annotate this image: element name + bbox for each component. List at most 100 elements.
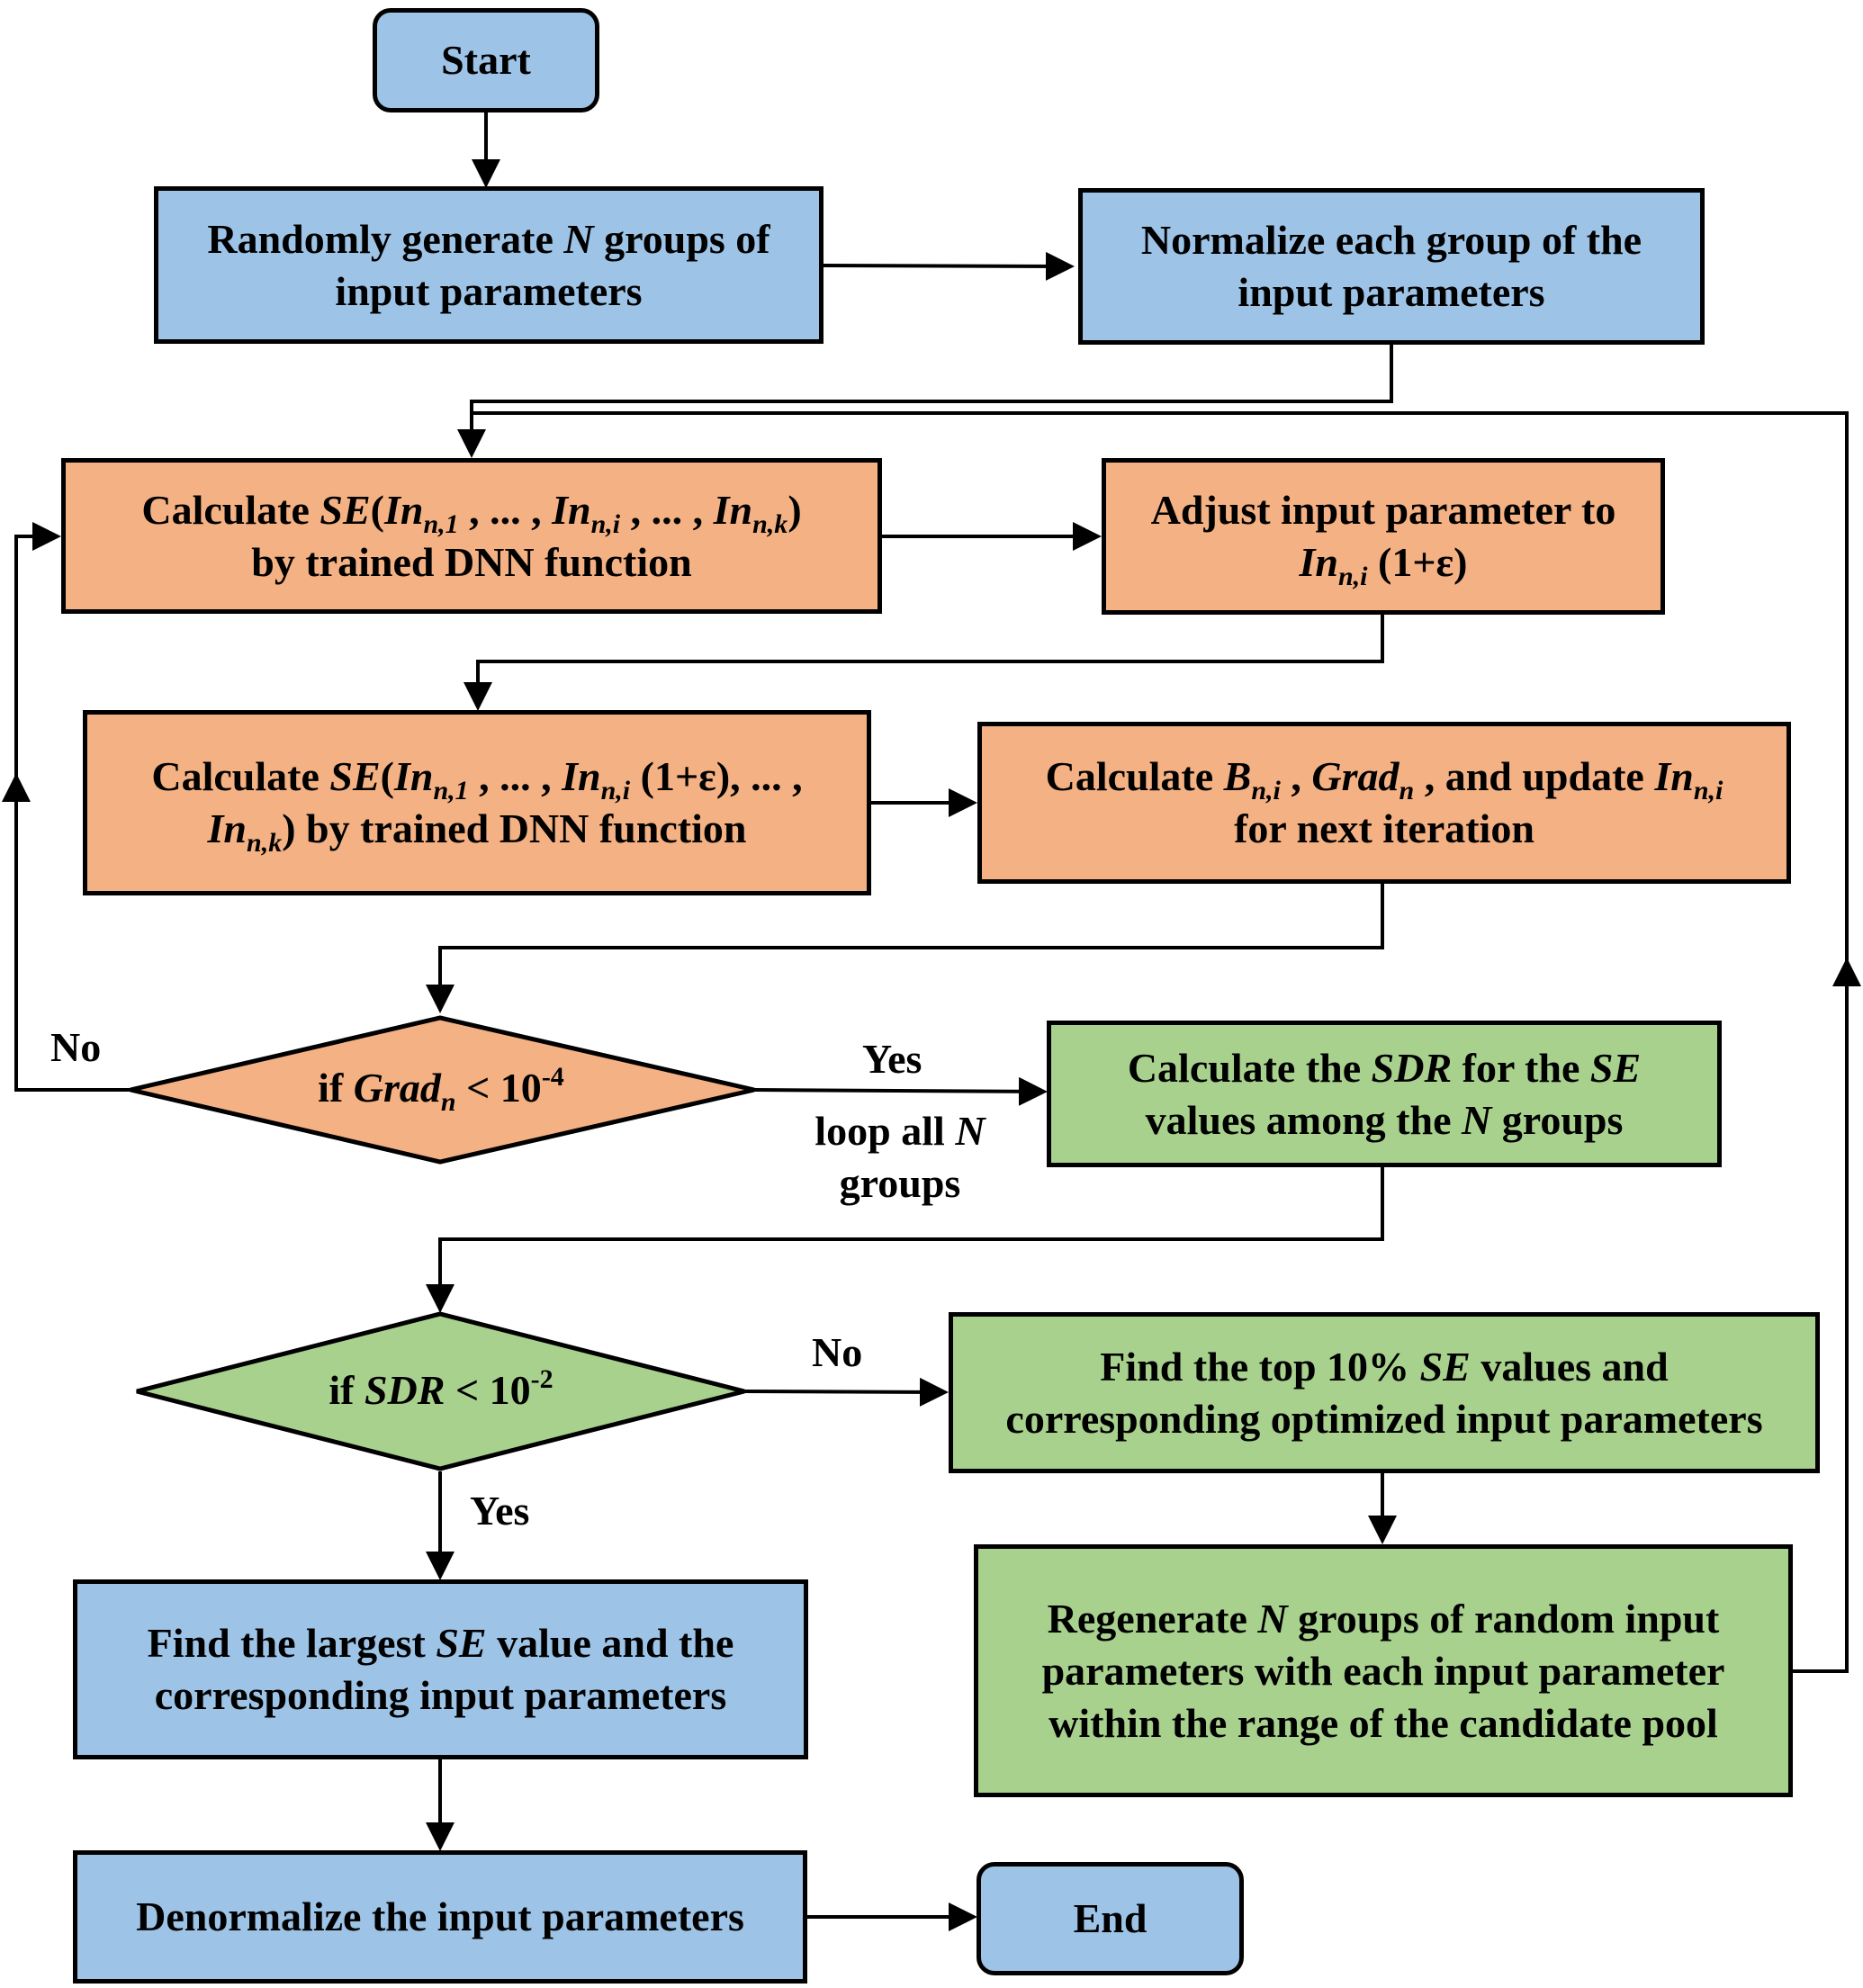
arrow-calcb-to-grad — [426, 884, 1384, 1013]
denormalize-text: Denormalize the input parameters — [136, 1894, 744, 1939]
end-terminal: End — [976, 1862, 1244, 1975]
decision-grad-diamond — [130, 1015, 755, 1165]
regen-text-1: Regenerate — [1047, 1595, 1258, 1642]
regen-n: N — [1257, 1595, 1288, 1642]
loop-text-1: loop all — [814, 1108, 956, 1154]
arrow-grad-yes — [753, 1076, 1048, 1106]
calc2-mid-1: , ... , — [468, 753, 562, 799]
calcb-mid-1: , — [1280, 753, 1312, 799]
regen-text-2: groups of random input — [1287, 1595, 1720, 1642]
calc2-sub-3: n,k — [247, 828, 283, 858]
adjust-text-1: Adjust input parameter to — [1150, 487, 1616, 533]
generate-text-2: groups of — [593, 215, 770, 262]
grad-if: if — [318, 1065, 354, 1111]
calc1-in-2: In — [552, 486, 591, 533]
largest-se: SE — [436, 1620, 487, 1666]
no-grad-text: No — [50, 1024, 102, 1070]
adjust-text-2: (1+ε) — [1367, 539, 1468, 585]
calc1-sub-1: n,1 — [423, 508, 459, 539]
regen-text-3: parameters with each input parameter — [1041, 1647, 1725, 1694]
sdrcalc-se: SE — [1589, 1044, 1642, 1091]
label-no-sdr: No — [812, 1327, 862, 1379]
grad-condition: if Gradn < 10-4 — [198, 1062, 684, 1117]
top-text-2: values and — [1470, 1343, 1669, 1390]
grad-var: Grad — [353, 1065, 441, 1111]
calcb-b: B — [1223, 753, 1252, 799]
yes-sdr-text: Yes — [470, 1488, 530, 1534]
normalize-box: Normalize each group of the input parame… — [1078, 188, 1705, 345]
calc2-in-3: In — [207, 805, 248, 851]
calc1-mid-2: , ... , — [620, 486, 714, 533]
calc2-mid-2: (1+ε), ... , — [630, 753, 803, 799]
calc2-text: Calculate — [151, 753, 330, 799]
arrow-sdr-no — [743, 1377, 949, 1407]
sdrcalc-text-1: Calculate the — [1127, 1044, 1372, 1091]
normalize-text-1: Normalize each group of the — [1140, 217, 1642, 263]
sdr-lt: < 10 — [445, 1367, 531, 1413]
start-label: Start — [441, 37, 531, 83]
calc1-sub-3: n,k — [752, 508, 788, 539]
yes-grad-text: Yes — [862, 1036, 922, 1082]
sdr-if: if — [328, 1367, 364, 1413]
calcb-text-2: for next iteration — [1234, 805, 1534, 851]
generate-text-3: input parameters — [335, 267, 643, 314]
find-largest-se-box: Find the largest SE value and the corres… — [73, 1579, 808, 1759]
calcb-in: In — [1654, 753, 1694, 799]
top-text-1: Find the top 10% — [1100, 1343, 1420, 1390]
calcb-text: Calculate — [1045, 753, 1224, 799]
adjust-sub: n,i — [1337, 562, 1368, 591]
calculate-se-box: Calculate SE(Inn,1 , ... , Inn,i , ... ,… — [61, 458, 882, 614]
sdrcalc-text-3: groups — [1491, 1096, 1624, 1143]
start-terminal: Start — [373, 8, 599, 112]
adjust-in: In — [1299, 539, 1338, 585]
generate-text-1: Randomly generate — [207, 215, 564, 262]
calcb-sub-3: n,i — [1693, 776, 1724, 805]
largest-text-1: Find the largest — [147, 1620, 436, 1666]
sdrcalc-sdr: SDR — [1371, 1044, 1453, 1091]
sdr-var: SDR — [364, 1367, 446, 1413]
label-yes-sdr: Yes — [470, 1485, 529, 1537]
sdrcalc-n: N — [1462, 1096, 1492, 1143]
denormalize-box: Denormalize the input parameters — [73, 1850, 807, 1984]
calc1-sub-2: n,i — [590, 508, 621, 539]
sdr-exp: -2 — [530, 1364, 554, 1394]
largest-text-3: corresponding input parameters — [154, 1672, 727, 1718]
calc2-sub-2: n,i — [600, 776, 631, 805]
calcb-mid-2: , and update — [1414, 753, 1655, 799]
sdr-condition: if SDR < 10-2 — [216, 1364, 666, 1417]
calc1-in-3: In — [713, 486, 753, 533]
no-sdr-text: No — [812, 1329, 863, 1375]
calculate-se-adjusted-box: Calculate SE(Inn,1 , ... , Inn,i (1+ε), … — [83, 710, 871, 895]
calculate-sdr-box: Calculate the SDR for the SE values amon… — [1047, 1021, 1722, 1167]
arrow-normalize-to-calc1 — [457, 345, 1393, 458]
end-label: End — [1073, 1895, 1148, 1941]
normalize-text-2: input parameters — [1238, 269, 1545, 315]
calculate-gradient-box: Calculate Bn,i , Gradn , and update Inn,… — [977, 722, 1791, 884]
arrow-adjust-to-calc2 — [464, 615, 1384, 711]
grad-sub: n — [440, 1087, 456, 1117]
calc1-in-1: In — [383, 486, 424, 533]
decision-sdr-diamond — [136, 1311, 745, 1471]
sdrcalc-mid: for the — [1452, 1044, 1590, 1091]
calc2-in-1: In — [393, 753, 434, 799]
adjust-parameter-box: Adjust input parameter to Inn,i (1+ε) — [1102, 458, 1665, 615]
calc1-text: Calculate — [141, 486, 320, 533]
regenerate-groups-box: Regenerate N groups of random input para… — [974, 1544, 1793, 1797]
find-top-10-box: Find the top 10% SE values and correspon… — [949, 1312, 1820, 1473]
calc2-se: SE — [329, 753, 381, 799]
generate-n: N — [563, 215, 594, 262]
loop-text-2: groups — [839, 1160, 961, 1206]
calc2-in-2: In — [562, 753, 601, 799]
calc1-text-2: by trained DNN function — [251, 538, 692, 585]
regen-text-4: within the range of the candidate pool — [1048, 1699, 1718, 1746]
calc1-se: SE — [320, 486, 371, 533]
label-yes-grad: Yes — [862, 1033, 922, 1085]
sdrcalc-text-2: values among the — [1145, 1096, 1462, 1143]
label-no-grad: No — [50, 1021, 101, 1074]
calcb-sub-1: n,i — [1251, 776, 1281, 805]
grad-exp: -4 — [541, 1062, 564, 1092]
largest-text-2: value and the — [486, 1620, 734, 1666]
calc1-mid-1: , ... , — [458, 486, 553, 533]
top-se: SE — [1419, 1343, 1471, 1390]
